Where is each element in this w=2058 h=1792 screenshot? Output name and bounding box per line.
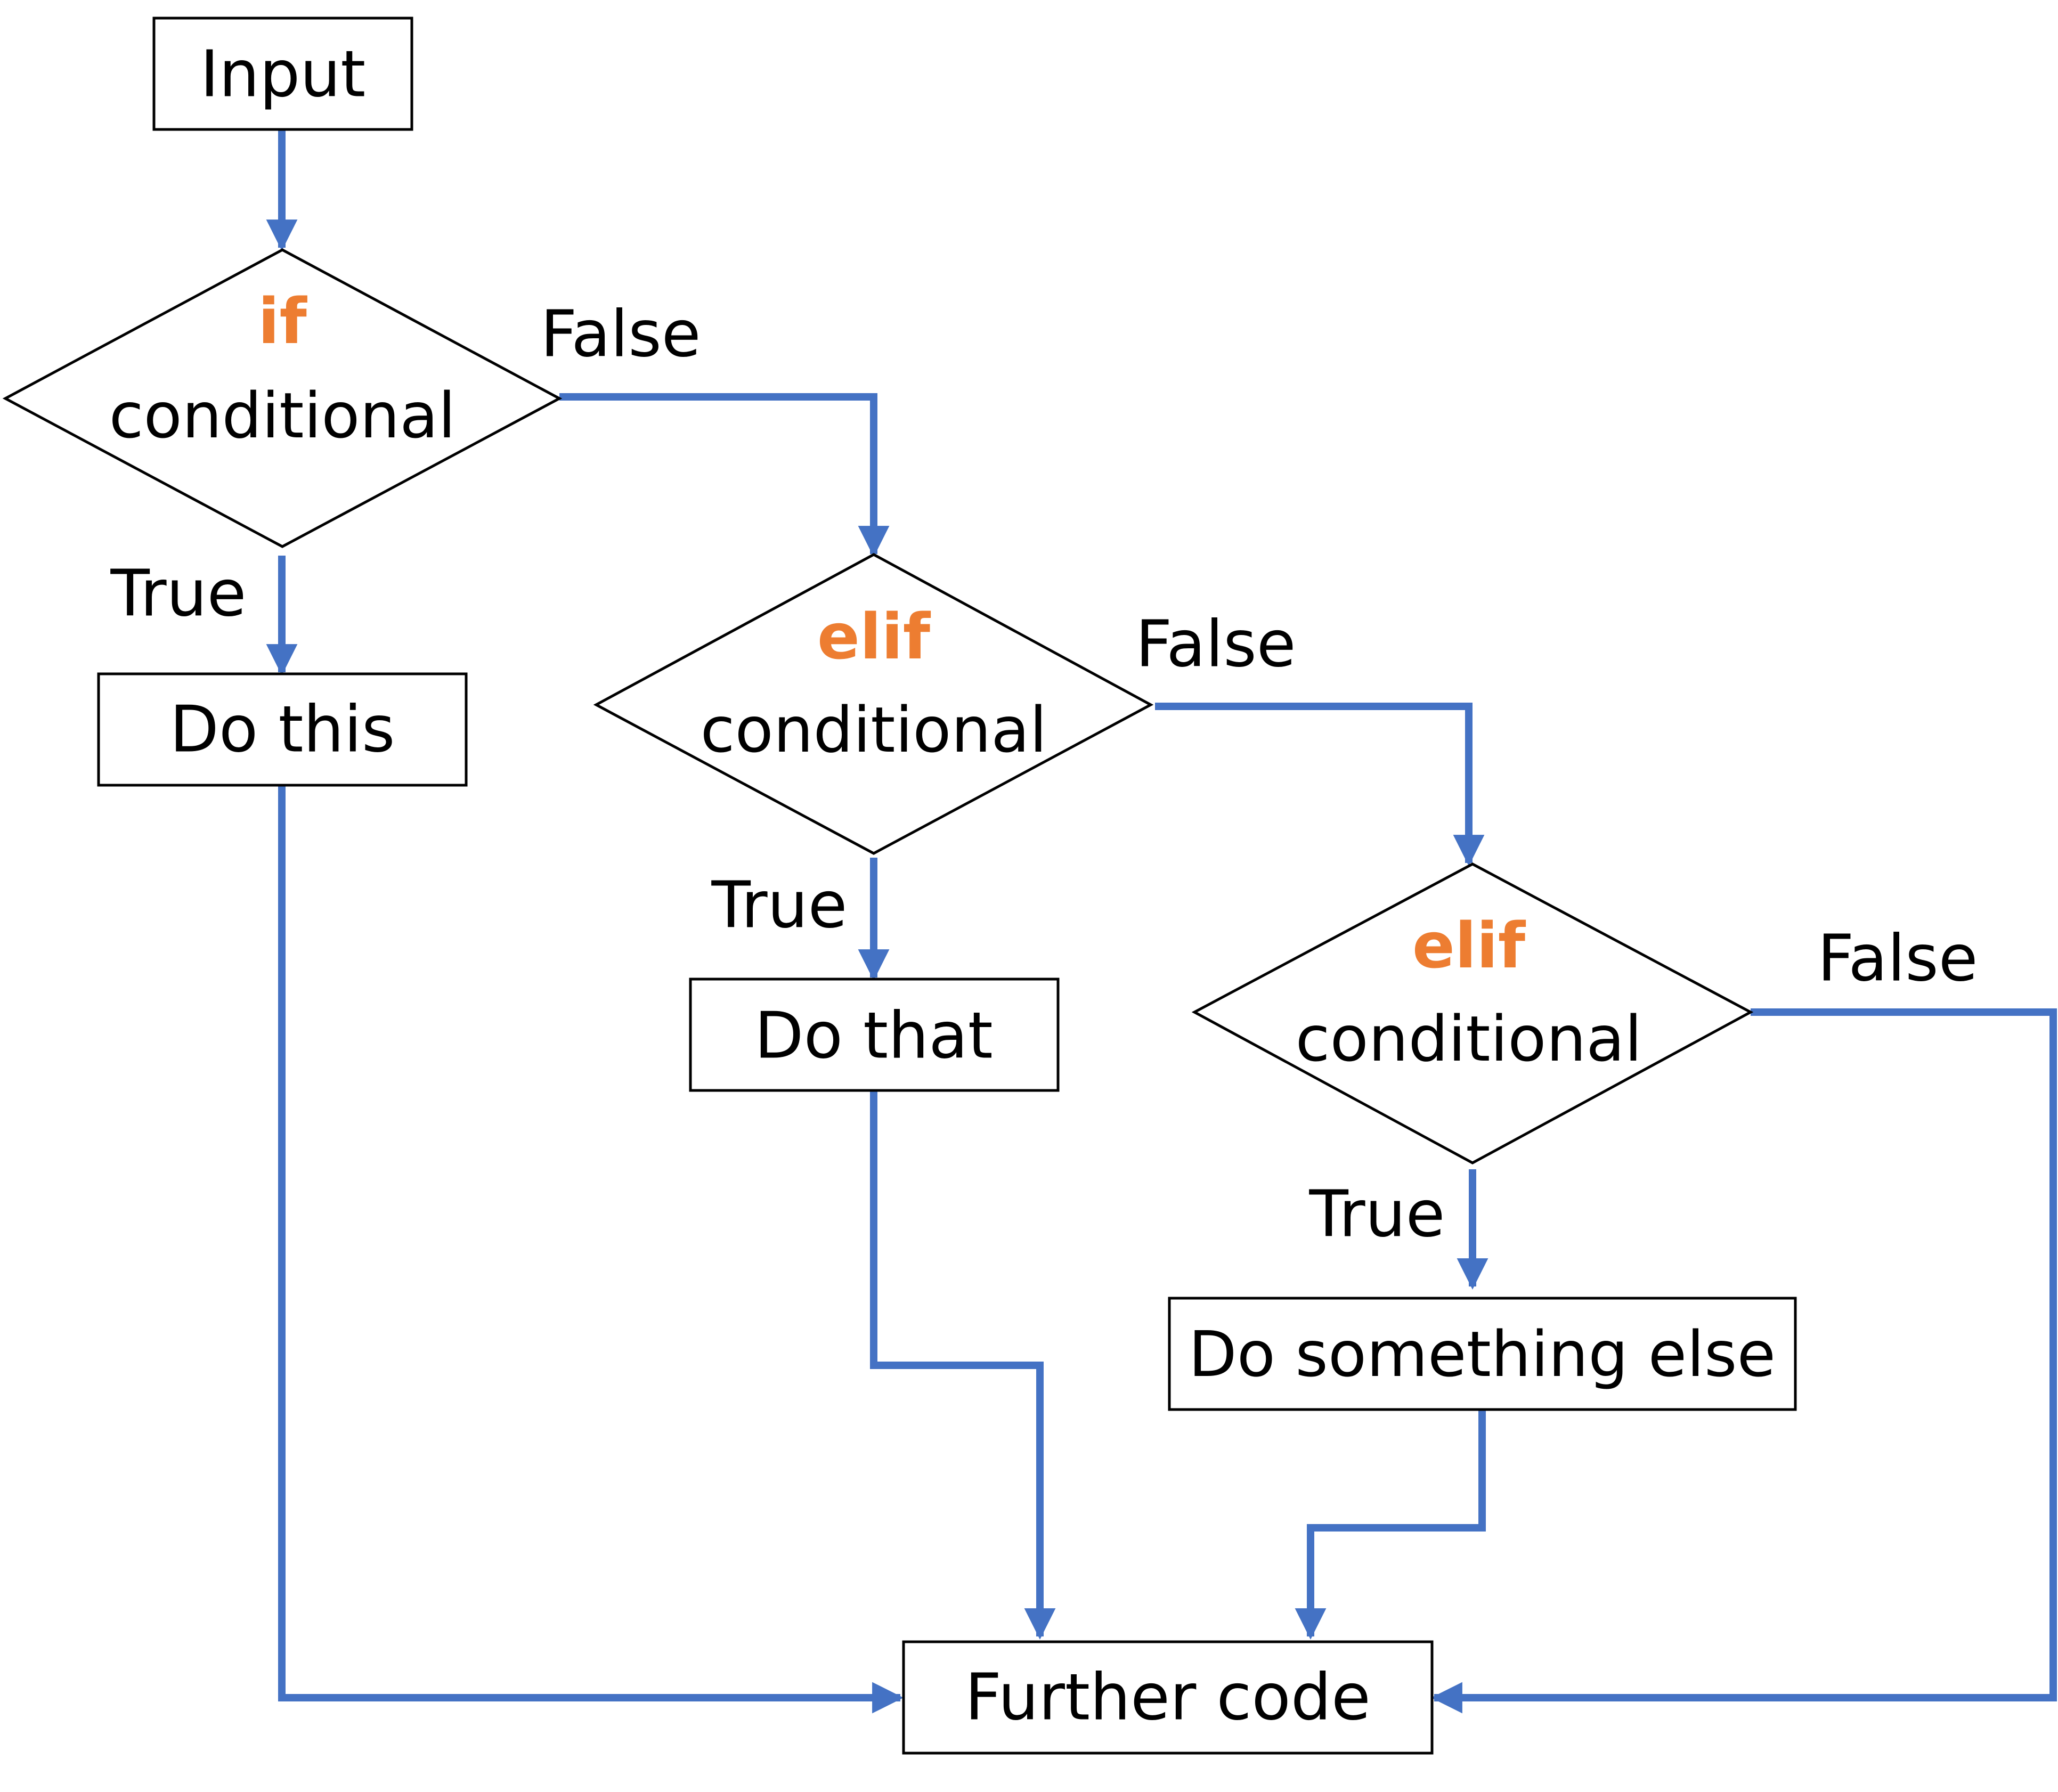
if-keyword: if bbox=[258, 284, 307, 358]
elif2-decision-diamond bbox=[1191, 862, 1754, 1164]
elif2-keyword: elif bbox=[1412, 909, 1526, 982]
connector-elif1-false bbox=[1155, 703, 1485, 866]
connector-do-that-to-further bbox=[870, 1091, 1056, 1640]
if-false-label: False bbox=[540, 298, 701, 372]
elif1-keyword: elif bbox=[817, 600, 931, 673]
edge-labels: False True False True False True bbox=[110, 298, 1978, 1252]
connector-if-false bbox=[559, 393, 890, 557]
elif1-false-label: False bbox=[1135, 608, 1296, 682]
connector-something-else-to-further bbox=[1295, 1409, 1486, 1640]
elif1-true-label: True bbox=[711, 869, 848, 943]
elif1-decision-diamond bbox=[593, 553, 1154, 855]
shapes bbox=[2, 17, 1797, 1755]
elif2-false-label: False bbox=[1817, 922, 1978, 996]
further-code-box bbox=[902, 1640, 1434, 1755]
do-that-box bbox=[689, 978, 1060, 1092]
connector-elif2-false bbox=[1431, 1008, 2057, 1714]
do-something-else-box bbox=[1168, 1297, 1797, 1411]
do-that-label: Do that bbox=[754, 999, 993, 1073]
input-label: Input bbox=[200, 38, 366, 112]
connector-do-this-to-further bbox=[278, 786, 904, 1714]
if-conditional-label: conditional bbox=[109, 379, 456, 452]
elif2-conditional-label: conditional bbox=[1296, 1002, 1642, 1076]
input-box bbox=[152, 17, 413, 131]
elif2-true-label: True bbox=[1309, 1178, 1445, 1252]
if-true-label: True bbox=[110, 557, 247, 631]
if-decision-diamond bbox=[2, 248, 563, 548]
elif1-conditional-label: conditional bbox=[701, 693, 1047, 767]
connectors bbox=[266, 131, 2057, 1714]
do-this-box bbox=[97, 672, 468, 787]
further-code-label: Further code bbox=[965, 1661, 1371, 1735]
do-this-label: Do this bbox=[170, 693, 395, 767]
node-labels: Input if conditional Do this elif condit… bbox=[109, 38, 1776, 1735]
do-something-else-label: Do something else bbox=[1189, 1317, 1776, 1391]
